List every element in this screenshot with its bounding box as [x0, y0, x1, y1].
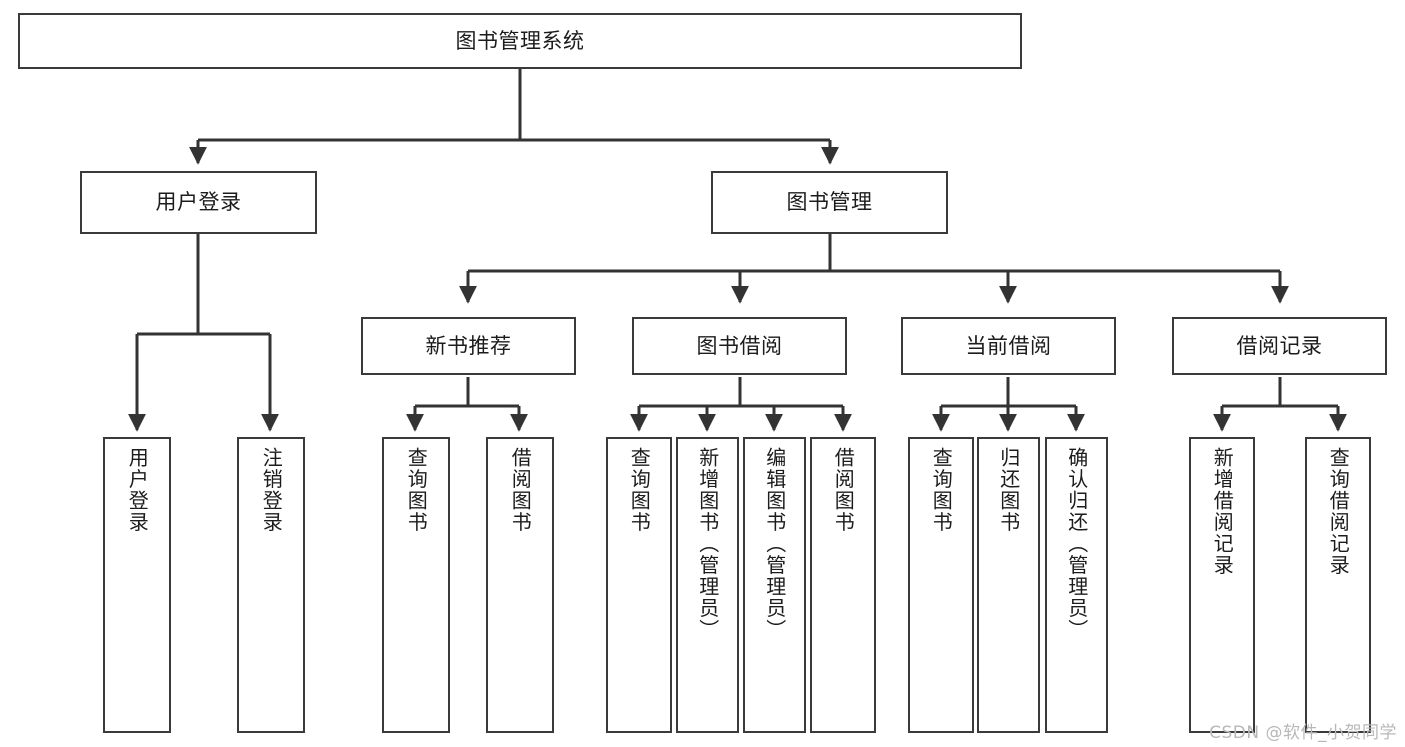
node-leaf-query-record-label: 查询借阅记录 [1326, 447, 1351, 576]
node-borrow-record[interactable]: 借阅记录 [1172, 317, 1387, 375]
node-book-manage[interactable]: 图书管理 [711, 171, 948, 234]
node-leaf-query-book-1-label: 查询图书 [404, 447, 429, 533]
node-borrow-record-label: 借阅记录 [1236, 333, 1323, 358]
node-leaf-borrow-book-1-label: 借阅图书 [508, 447, 533, 533]
node-leaf-add-record[interactable]: 新增借阅记录 [1189, 437, 1255, 733]
node-leaf-query-book-3-label: 查询图书 [929, 447, 954, 533]
node-leaf-add-record-label: 新增借阅记录 [1210, 447, 1235, 576]
node-user-login-label: 用户登录 [155, 190, 242, 215]
node-leaf-return-book[interactable]: 归还图书 [977, 437, 1040, 733]
node-leaf-logout[interactable]: 注销登录 [237, 437, 305, 733]
node-leaf-borrow-book-2[interactable]: 借阅图书 [810, 437, 876, 733]
node-book-borrow[interactable]: 图书借阅 [632, 317, 847, 375]
node-book-borrow-label: 图书借阅 [696, 333, 783, 358]
node-leaf-logout-label: 注销登录 [259, 447, 284, 533]
node-leaf-add-book[interactable]: 新增图书（管理员） [676, 437, 739, 733]
node-leaf-user-login[interactable]: 用户登录 [103, 437, 171, 733]
node-leaf-borrow-book-1[interactable]: 借阅图书 [486, 437, 554, 733]
node-leaf-query-book-3[interactable]: 查询图书 [908, 437, 974, 733]
node-current-borrow-label: 当前借阅 [965, 333, 1052, 358]
node-leaf-edit-book-label: 编辑图书（管理员） [762, 447, 787, 641]
node-leaf-borrow-book-2-label: 借阅图书 [831, 447, 856, 533]
node-leaf-query-record[interactable]: 查询借阅记录 [1305, 437, 1371, 733]
node-leaf-add-book-label: 新增图书（管理员） [695, 447, 720, 641]
node-leaf-return-book-label: 归还图书 [996, 447, 1021, 533]
node-leaf-query-book-2[interactable]: 查询图书 [606, 437, 672, 733]
node-leaf-confirm-return[interactable]: 确认归还（管理员） [1045, 437, 1108, 733]
node-new-book-recommend-label: 新书推荐 [425, 333, 512, 358]
node-leaf-edit-book[interactable]: 编辑图书（管理员） [743, 437, 806, 733]
node-leaf-query-book-2-label: 查询图书 [627, 447, 652, 533]
node-user-login[interactable]: 用户登录 [80, 171, 317, 234]
node-book-manage-label: 图书管理 [786, 190, 873, 215]
node-leaf-query-book-1[interactable]: 查询图书 [382, 437, 450, 733]
node-current-borrow[interactable]: 当前借阅 [901, 317, 1116, 375]
node-new-book-recommend[interactable]: 新书推荐 [361, 317, 576, 375]
node-leaf-confirm-return-label: 确认归还（管理员） [1064, 447, 1089, 641]
node-root-label: 图书管理系统 [455, 28, 585, 53]
node-leaf-user-login-label: 用户登录 [125, 447, 150, 533]
node-root[interactable]: 图书管理系统 [18, 13, 1022, 69]
